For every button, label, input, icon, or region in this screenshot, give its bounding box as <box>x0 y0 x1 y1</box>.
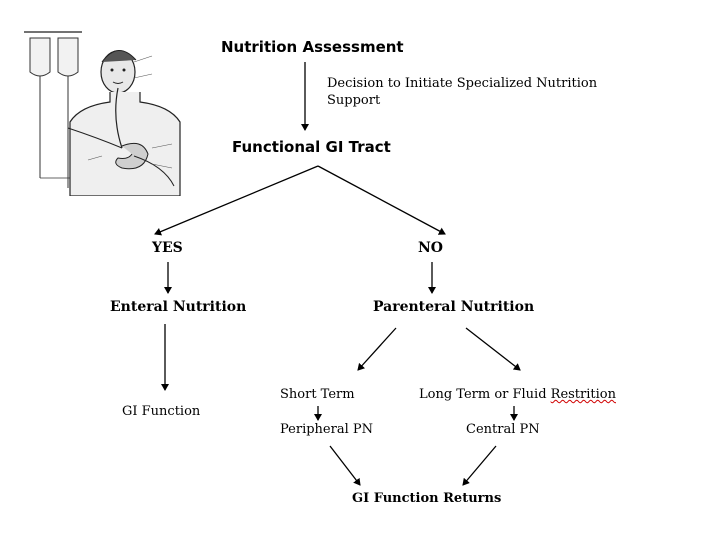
functional-gi-tract-node: Functional GI Tract <box>232 138 391 156</box>
gi-function-node: GI Function <box>122 404 200 419</box>
long-term-label: Long Term or Fluid <box>419 387 551 402</box>
no-node: NO <box>418 240 443 256</box>
enteral-nutrition-node: Enteral Nutrition <box>110 299 246 315</box>
parenteral-nutrition-node: Parenteral Nutrition <box>373 299 534 315</box>
peripheral-pn-node: Peripheral PN <box>280 422 373 437</box>
central-pn-node: Central PN <box>466 422 540 437</box>
short-term-node: Short Term <box>280 387 355 402</box>
arrow-parenteral-to-long <box>466 328 520 370</box>
long-term-node: Long Term or Fluid Restrition <box>419 387 616 402</box>
arrow-parenteral-to-short <box>358 328 396 370</box>
line-gi-to-yes <box>155 166 318 234</box>
arrow-peripheral-to-returns <box>330 446 360 485</box>
arrow-central-to-returns <box>463 446 496 485</box>
yes-node: YES <box>152 240 183 256</box>
gi-function-returns-node: GI Function Returns <box>352 491 501 506</box>
nutrition-assessment-title: Nutrition Assessment <box>221 38 404 56</box>
misspelled-word: Restrition <box>551 387 616 402</box>
decision-text: Decision to Initiate Specialized Nutriti… <box>327 75 617 109</box>
line-gi-to-no <box>318 166 445 234</box>
